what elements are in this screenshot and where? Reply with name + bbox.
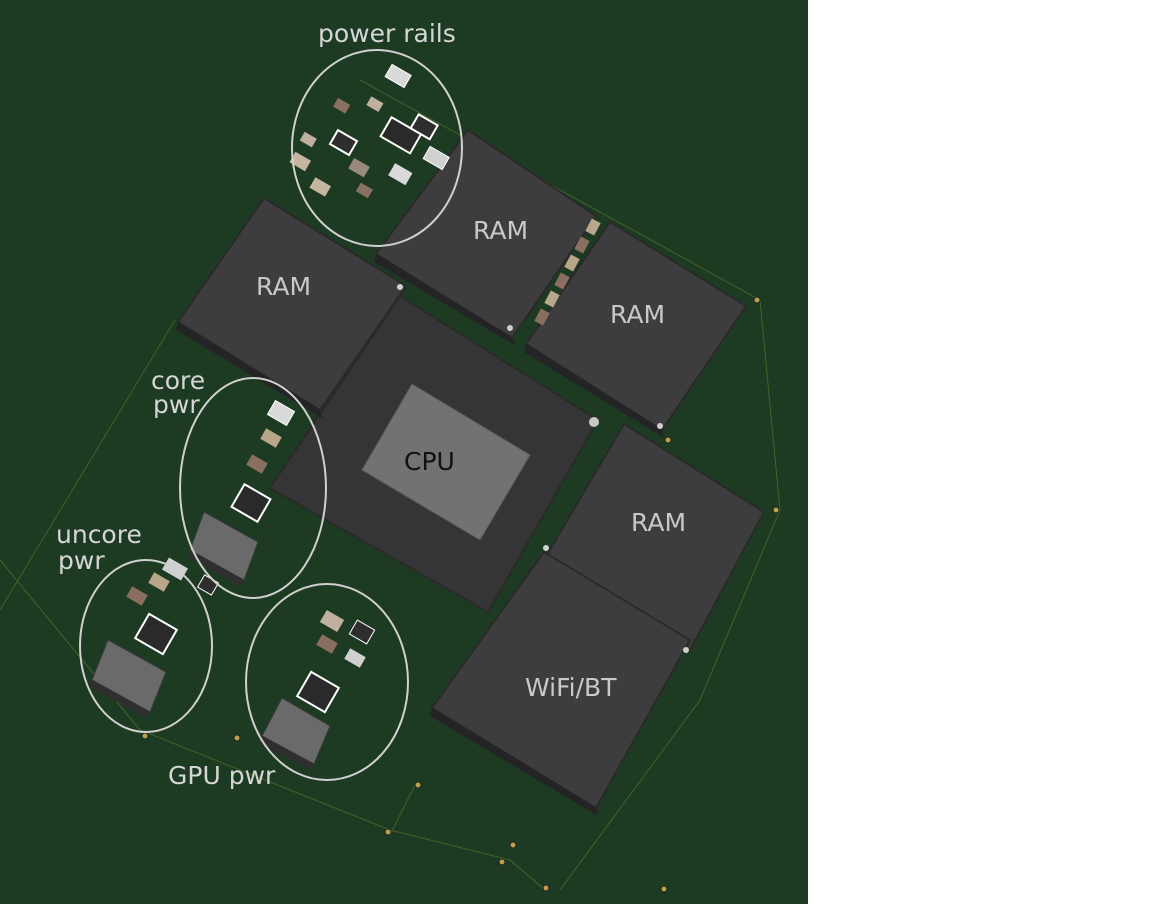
uncore-pwr-label-line2: pwr [58,546,105,575]
ram-right-label: RAM [610,300,665,329]
vias [141,296,780,893]
core-pwr-circle [179,377,327,599]
power-rails-label: power rails [318,19,456,48]
uncore-pwr-components [88,557,220,718]
ram-lower-label: RAM [631,508,686,537]
gpu-pwr-label: GPU pwr [168,761,276,790]
blank-margin [808,0,1152,904]
pcb-board-render: RAM RAM RAM RAM CPU WiFi/BT power rails … [0,0,808,904]
wifi-bt-label: WiFi/BT [525,673,617,702]
core-pwr-components [186,399,296,586]
cpu-die [361,383,531,541]
annotation-circles [79,49,463,781]
decoupling-caps [534,218,601,326]
cpu-label: CPU [404,447,455,476]
ram-top-label: RAM [473,216,528,245]
uncore-pwr-label-line1: uncore [56,520,142,549]
gpu-pwr-components [258,609,376,770]
ram-left-label: RAM [256,272,311,301]
power-rails-circle [291,49,463,247]
core-pwr-label-line2: pwr [153,390,200,419]
uncore-pwr-circle [79,559,213,733]
gpu-pwr-circle [245,583,409,781]
pcb-svg: RAM RAM RAM RAM CPU WiFi/BT power rails … [0,19,781,893]
power-rails-components [289,63,450,199]
core-pwr-label-line1: core [151,366,205,395]
